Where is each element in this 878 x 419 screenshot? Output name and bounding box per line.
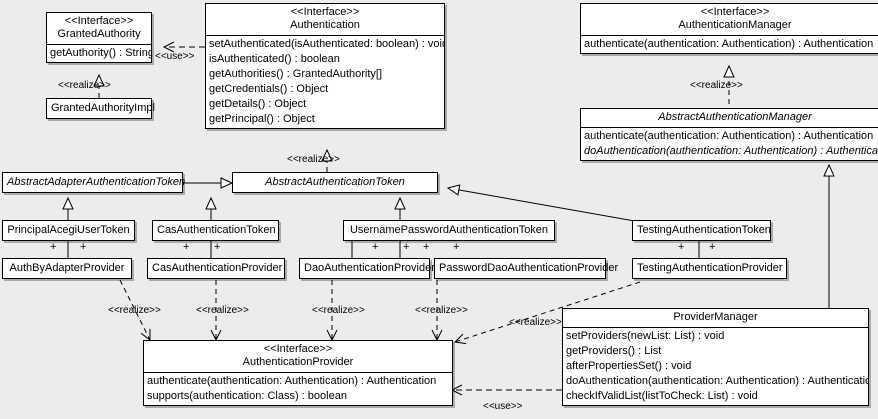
member-row: afterPropertiesSet() : void [566,360,692,372]
class-name: AuthenticationProvider [242,356,354,368]
member-row: authenticate(authentication: Authenticat… [584,38,874,50]
class-provider-manager[interactable]: ProviderManager setProviders(newList: Li… [562,308,869,406]
member-row: checkIfValidList(listToCheck: List) : vo… [566,390,758,402]
edge-label-realize-auth-by-adapter: <<realize>> [108,305,161,316]
class-username-password-authentication-token[interactable]: UsernamePasswordAuthenticationToken [343,220,555,241]
member-list: authenticate(authentication: Authenticat… [581,127,878,160]
member-row: getCredentials() : Object [209,83,329,95]
edge-label-realize-cas: <<realize>> [196,305,249,316]
multiplicity-plus: + [214,241,221,253]
class-name: GrantedAuthority [57,28,141,40]
class-granted-authority-impl[interactable]: GrantedAuthorityImpl [46,98,155,119]
class-name: AbstractAuthenticationToken [265,176,405,188]
multiplicity-plus: + [403,241,410,253]
class-name: TestingAuthenticationToken [637,224,771,236]
class-name: DaoAuthenticationProvider [304,262,435,274]
member-list: authenticate(authentication: Authenticat… [581,35,878,53]
member-row: authenticate(authentication: Authenticat… [584,130,874,142]
member-list: setProviders(newList: List) : void getPr… [563,327,868,405]
edge-label-realize-dao: <<realize>> [312,305,365,316]
member-row: getAuthority() : String [50,47,151,59]
edge-label-realize-abstract-authentication-token: <<realize>> [287,154,340,165]
class-name: TestingAuthenticationProvider [637,262,783,274]
edge-label-use-authentication-grantedauthority: <<use>> [155,51,195,62]
class-header: <<Interface>> AuthenticationProvider [144,341,452,372]
class-password-dao-authentication-provider[interactable]: PasswordDaoAuthenticationProvider [434,258,619,279]
edge-label-realize-abstract-authentication-manager: <<realize>> [690,80,743,91]
class-abstract-authentication-token[interactable]: AbstractAuthenticationToken [232,172,438,193]
class-authentication-manager[interactable]: <<Interface>> AuthenticationManager auth… [580,3,878,54]
class-abstract-adapter-authentication-token[interactable]: AbstractAdapterAuthenticationToken [2,172,186,193]
member-list: getAuthority() : String [47,44,151,62]
member-row: setAuthenticated(isAuthenticated: boolea… [209,38,444,50]
class-authentication-provider[interactable]: <<Interface>> AuthenticationProvider aut… [143,340,453,406]
multiplicity-plus: + [678,241,685,253]
class-testing-authentication-token[interactable]: TestingAuthenticationToken [632,220,771,241]
multiplicity-plus: + [372,241,379,253]
stereotype-interface: <<Interface>> [290,6,360,18]
class-dao-authentication-provider[interactable]: DaoAuthenticationProvider [299,258,435,279]
class-name: AbstractAdapterAuthenticationToken [7,176,186,188]
class-name: AbstractAuthenticationManager [658,111,812,123]
stereotype-interface: <<Interface>> [64,15,134,27]
stereotype-interface: <<Interface>> [263,343,333,355]
member-row: isAuthenticated() : boolean [209,53,340,65]
multiplicity-plus: + [183,241,190,253]
class-testing-authentication-provider[interactable]: TestingAuthenticationProvider [632,258,787,279]
member-row: supports(authentication: Class) : boolea… [147,390,347,402]
class-name: CasAuthenticationProvider [152,262,283,274]
multiplicity-plus: + [80,241,87,253]
class-header: <<Interface>> GrantedAuthority [47,13,151,44]
edge-label-realize-testing: <<realize>> [509,317,562,328]
class-name: AuthenticationManager [678,19,792,31]
member-row: authenticate(authentication: Authenticat… [147,375,437,387]
multiplicity-plus: + [709,241,716,253]
class-header: <<Interface>> AuthenticationManager [581,4,878,35]
member-row: getAuthorities() : GrantedAuthority[] [209,68,383,80]
class-header: AbstractAuthenticationManager [581,109,878,127]
class-authentication[interactable]: <<Interface>> Authentication setAuthenti… [205,3,445,129]
class-name: PrincipalAcegiUserToken [7,224,130,236]
class-auth-by-adapter-provider[interactable]: AuthByAdapterProvider [2,258,132,279]
member-row: getDetails() : Object [209,98,307,110]
member-row: getPrincipal() : Object [209,113,315,125]
class-name: PasswordDaoAuthenticationProvider [439,262,619,274]
class-cas-authentication-provider[interactable]: CasAuthenticationProvider [147,258,285,279]
edge-label-realize-password-dao: <<realize>> [415,305,468,316]
stereotype-interface: <<Interface>> [700,6,770,18]
class-cas-authentication-token[interactable]: CasAuthenticationToken [152,220,279,241]
multiplicity-plus: + [50,241,57,253]
member-row: setProviders(newList: List) : void [566,330,725,342]
class-name: GrantedAuthorityImpl [51,102,155,114]
member-row: getProviders() : List [566,345,662,357]
class-name: Authentication [290,19,360,31]
multiplicity-plus: + [423,241,430,253]
member-list: setAuthenticated(isAuthenticated: boolea… [206,35,444,128]
class-name: UsernamePasswordAuthenticationToken [349,224,549,236]
member-row: doAuthentication(authentication: Authent… [584,145,878,157]
class-principal-acegi-user-token[interactable]: PrincipalAcegiUserToken [2,220,135,241]
class-name: AuthByAdapterProvider [9,262,125,274]
multiplicity-plus: + [453,241,460,253]
edge-label-use-provider-manager: <<use>> [483,401,523,412]
class-granted-authority[interactable]: <<Interface>> GrantedAuthority getAuthor… [46,12,152,63]
class-name: CasAuthenticationToken [157,224,276,236]
member-row: doAuthentication(authentication: Authent… [566,375,868,387]
class-abstract-authentication-manager[interactable]: AbstractAuthenticationManager authentica… [580,108,878,161]
class-header: ProviderManager [563,309,868,327]
edge-label-realize-granted-authority-impl: <<realize>> [58,80,111,91]
class-header: <<Interface>> Authentication [206,4,444,35]
member-list: authenticate(authentication: Authenticat… [144,372,452,405]
class-name: ProviderManager [673,311,758,323]
